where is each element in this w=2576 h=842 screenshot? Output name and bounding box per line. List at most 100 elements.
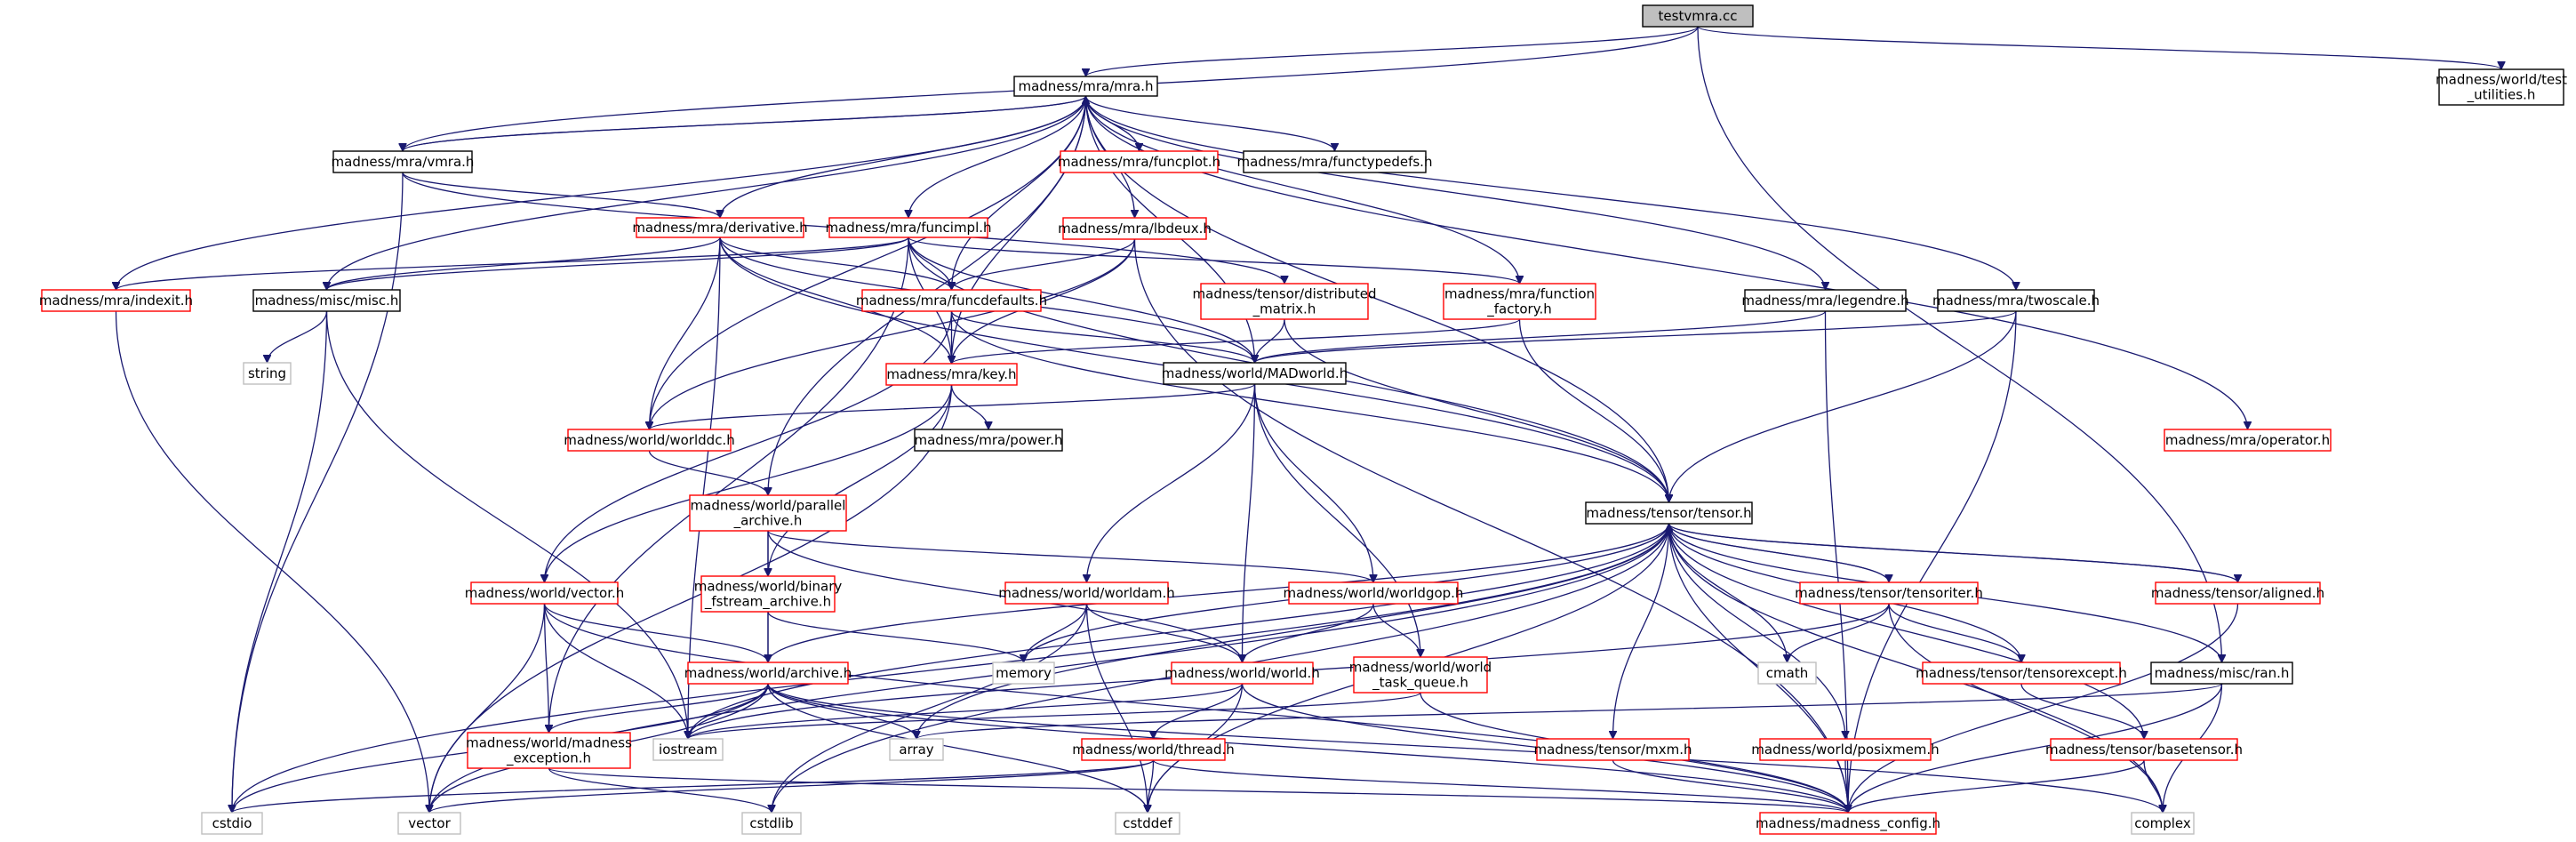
edge-madness_exception-to-madness_config xyxy=(548,767,1849,814)
edge-indexit-to-vector xyxy=(115,310,430,813)
node-box xyxy=(636,217,804,238)
node-basetensor[interactable]: madness/tensor/basetensor.h xyxy=(2045,738,2243,761)
node-power[interactable]: madness/mra/power.h xyxy=(914,429,1063,452)
edge-path xyxy=(232,310,328,813)
node-binary-fstream[interactable]: madness/world/binary_fstream_archive.h xyxy=(694,575,843,613)
node-worlddc[interactable]: madness/world/worlddc.h xyxy=(564,429,735,452)
edge-derivative-to-funcdefaults xyxy=(719,237,952,291)
node-box xyxy=(2164,429,2332,452)
node-label: madness/tensor/basetensor.h xyxy=(2045,742,2243,758)
node-funcimpl[interactable]: madness/mra/funcimpl.h xyxy=(825,217,992,238)
node-label: madness/world/binary xyxy=(694,579,843,595)
edge-path xyxy=(1284,318,1669,502)
node-label: iostream xyxy=(659,742,717,758)
node-box xyxy=(397,812,461,835)
edge-path xyxy=(549,683,769,734)
node-box xyxy=(2150,662,2293,685)
node-label: madness/world/archive.h xyxy=(684,665,852,681)
node-derivative[interactable]: madness/mra/derivative.h xyxy=(632,217,808,238)
node-madness-config[interactable]: madness/madness_config.h xyxy=(1756,812,1940,835)
node-archive[interactable]: madness/world/archive.h xyxy=(684,662,852,685)
node-funcdefaults[interactable]: madness/mra/funcdefaults.h xyxy=(856,289,1047,312)
node-worldam[interactable]: madness/world/worldam.h xyxy=(998,581,1175,605)
edge-path xyxy=(1848,759,2145,814)
node-box xyxy=(1744,289,1907,312)
edge-path xyxy=(768,523,1670,662)
edge-path xyxy=(232,759,1155,814)
node-legendre[interactable]: madness/mra/legendre.h xyxy=(1741,289,1909,312)
edge-path xyxy=(908,237,1520,285)
edge-path xyxy=(2020,683,2144,740)
node-vmra[interactable]: madness/mra/vmra.h xyxy=(332,150,475,173)
edge-path xyxy=(1669,523,2239,583)
node-key[interactable]: madness/mra/key.h xyxy=(885,363,1018,386)
edge-world-to-thread xyxy=(1154,683,1244,740)
node-cstddef: cstddef xyxy=(1115,812,1180,835)
edge-binary_fstream-to-memory xyxy=(767,611,1024,663)
edge-function_factory-to-tensor xyxy=(1518,318,1669,502)
node-ran[interactable]: madness/misc/ran.h xyxy=(2150,662,2293,685)
node-box xyxy=(741,812,802,835)
node-label: testvmra.cc xyxy=(1659,8,1738,24)
node-madness-exception[interactable]: madness/world/madness_exception.h xyxy=(466,732,632,769)
node-worldgop[interactable]: madness/world/worldgop.h xyxy=(1284,581,1464,605)
edge-vector_h-to-madness_config xyxy=(543,603,1849,813)
node-label: _exception.h xyxy=(506,750,591,767)
edge-vmra-to-derivative xyxy=(402,172,720,219)
node-aligned[interactable]: madness/tensor/aligned.h xyxy=(2151,581,2324,605)
node-box xyxy=(1937,289,2095,312)
edge-vmra-to-mra xyxy=(402,95,1086,152)
edge-path xyxy=(268,310,328,364)
node-tensorexcept[interactable]: madness/tensor/tensorexcept.h xyxy=(1916,662,2127,685)
edge-mra-to-funcimpl xyxy=(908,95,1087,218)
node-testvmra[interactable]: testvmra.cc xyxy=(1642,4,1754,28)
node-mxm[interactable]: madness/tensor/mxm.h xyxy=(1534,738,1692,761)
node-lbdeux[interactable]: madness/mra/lbdeux.h xyxy=(1058,217,1212,240)
node-posixmem[interactable]: madness/world/posixmem.h xyxy=(1751,738,1940,761)
node-indexit[interactable]: madness/mra/indexit.h xyxy=(39,289,193,312)
node-thread[interactable]: madness/world/thread.h xyxy=(1072,738,1235,761)
edge-path xyxy=(772,603,1088,813)
edge-mra-to-derivative xyxy=(720,95,1087,218)
node-test-utilities[interactable]: madness/world/test_utilities.h xyxy=(2436,68,2567,106)
edge-funcimpl-to-madness_exception xyxy=(549,237,909,733)
node-world-task-queue[interactable]: madness/world/world_task_queue.h xyxy=(1349,656,1492,694)
edge-path xyxy=(720,95,1087,218)
node-operator[interactable]: madness/mra/operator.h xyxy=(2164,429,2332,452)
node-box xyxy=(201,812,263,835)
node-box xyxy=(2155,581,2321,605)
node-box xyxy=(1759,738,1932,761)
edge-path xyxy=(1085,603,1243,663)
edge-path xyxy=(1612,759,1849,814)
edge-tensoriter-to-cmath xyxy=(1788,603,1890,663)
node-distributed-matrix[interactable]: madness/tensor/distributed_matrix.h xyxy=(1193,283,1377,320)
node-box xyxy=(1004,581,1169,605)
node-misc[interactable]: madness/misc/misc.h xyxy=(252,289,401,312)
node-function-factory[interactable]: madness/mra/function_factory.h xyxy=(1443,283,1596,320)
edge-path xyxy=(1788,603,1890,663)
edge-path xyxy=(429,603,546,813)
node-label: madness/mra/twoscale.h xyxy=(1932,293,2100,309)
node-tensoriter[interactable]: madness/tensor/tensoriter.h xyxy=(1795,581,1983,605)
node-box xyxy=(861,289,1042,312)
edge-path xyxy=(232,172,404,813)
node-parallel-archive[interactable]: madness/world/parallel_archive.h xyxy=(689,494,847,532)
node-funcplot[interactable]: madness/mra/funcplot.h xyxy=(1058,150,1220,173)
edge-madworld-to-world_task_queue xyxy=(1253,383,1421,657)
node-madworld[interactable]: madness/world/MADworld.h xyxy=(1162,362,1348,385)
edge-path xyxy=(543,603,549,733)
node-tensor[interactable]: madness/tensor/tensor.h xyxy=(1585,501,1753,525)
node-vector-h[interactable]: madness/world/vector.h xyxy=(465,581,625,605)
edge-path xyxy=(688,683,1244,740)
edge-tensor-to-mxm xyxy=(1613,523,1670,739)
node-world[interactable]: madness/world/world.h xyxy=(1164,662,1320,685)
node-box xyxy=(252,289,401,312)
node-functypedefs[interactable]: madness/mra/functypedefs.h xyxy=(1237,150,1433,173)
node-box xyxy=(1163,362,1347,385)
node-box xyxy=(1759,812,1937,835)
edge-worldam-to-memory xyxy=(1024,603,1088,663)
edge-tensoriter-to-tensorexcept xyxy=(1888,603,2021,663)
node-twoscale[interactable]: madness/mra/twoscale.h xyxy=(1932,289,2100,312)
node-mra[interactable]: madness/mra/mra.h xyxy=(1013,76,1158,97)
node-box xyxy=(467,732,631,769)
